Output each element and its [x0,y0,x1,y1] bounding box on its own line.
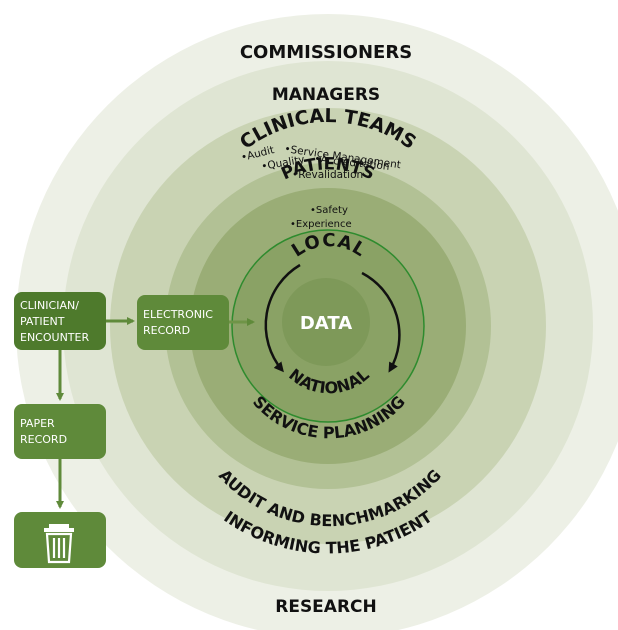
electronic-line-1: ELECTRONIC [143,308,213,321]
encounter-line-1: CLINICIAN/ [20,299,79,312]
electronic-line-2: RECORD [143,324,190,337]
encounter-line-3: ENCOUNTER [20,331,89,344]
paper-line-2: RECORD [20,433,67,446]
paper-record-box: PAPER RECORD [14,404,106,459]
research-label: RESEARCH [275,597,377,617]
data-label: DATA [300,313,352,334]
bullet-safety: •Safety [310,205,348,216]
bullet-revalidation: •Revalidation [292,169,363,181]
electronic-record-box: ELECTRONIC RECORD [137,295,229,350]
data-circle [282,278,370,366]
trash-bin-box [14,512,106,568]
clinician-patient-encounter-box: CLINICIAN/ PATIENT ENCOUNTER [14,292,106,350]
encounter-line-2: PATIENT [20,315,65,328]
bullet-experience: •Experience [290,219,352,230]
cycle-arrow-right [361,271,401,373]
trash-bin-icon [44,524,74,564]
managers-label: MANAGERS [272,85,380,105]
paper-line-1: PAPER [20,417,55,430]
cycle-arrow-left [264,263,301,373]
commissioners-label: COMMISSIONERS [240,42,412,63]
